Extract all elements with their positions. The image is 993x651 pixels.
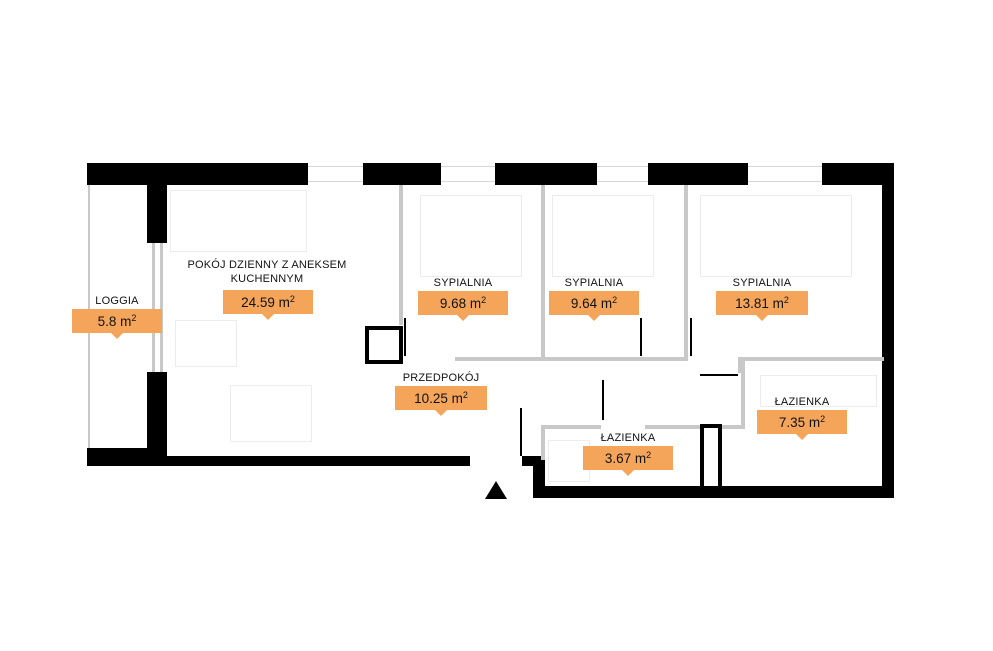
window-top-4: [748, 166, 822, 182]
room-label-bath1: ŁAZIENKA: [600, 432, 656, 444]
table-outline: [175, 320, 237, 367]
area-unit-exponent: 2: [289, 294, 295, 304]
area-value: 9.64: [570, 296, 598, 311]
partition-living-bedroom1: [399, 185, 403, 325]
door-leaf-bath2: [700, 374, 738, 376]
area-unit: m: [278, 295, 290, 310]
chimney-shaft-icon: [365, 326, 403, 364]
area-value: 24.59: [241, 295, 275, 310]
partition-bath1-left: [541, 425, 545, 460]
sofa-outline: [230, 385, 312, 442]
room-label-bath2: ŁAZIENKA: [774, 396, 830, 408]
exterior-wall-top-5: [822, 163, 894, 185]
exterior-wall-bottom-right: [533, 486, 894, 498]
door-leaf-bedroom2: [640, 318, 642, 356]
partition-bedrooms-bottom: [455, 357, 640, 361]
exterior-wall-bottom-main: [145, 456, 470, 466]
partition-bedroom3-door-jamb: [738, 357, 742, 373]
area-tag-living: 24.59 m2: [223, 290, 313, 320]
area-unit: m: [772, 296, 784, 311]
partition-bath1-top-right: [645, 425, 745, 429]
loggia-wall-upper: [147, 163, 167, 243]
window-top-3: [597, 166, 648, 182]
loggia-door-frame-2: [160, 243, 163, 372]
area-tag-bath2: 7.35 m2: [757, 410, 847, 440]
partition-bedroom1-bedroom2: [541, 185, 545, 360]
exterior-wall-top-2: [363, 163, 441, 185]
area-unit: m: [634, 451, 647, 466]
area-value: 3.67: [604, 451, 632, 466]
area-value: 10.25: [414, 391, 448, 406]
room-label-living: POKÓJ DZIENNY Z ANEKSEM KUCHENNYM: [187, 259, 347, 285]
area-unit-exponent: 2: [481, 295, 487, 305]
area-unit-exponent: 2: [783, 295, 789, 305]
area-unit-exponent: 2: [131, 313, 137, 323]
area-tag-bath1: 3.67 m2: [583, 446, 673, 476]
door-leaf-entrance: [520, 408, 522, 456]
door-leaf-bedroom1: [404, 318, 406, 356]
area-unit-exponent: 2: [462, 390, 468, 400]
area-unit-exponent: 2: [612, 295, 618, 305]
window-top-2: [441, 166, 495, 182]
area-value: 5.8: [97, 314, 117, 329]
exterior-wall-top-4: [648, 163, 748, 185]
loggia-door-frame: [152, 243, 155, 372]
area-unit: m: [451, 391, 463, 406]
room-label-bedroom2: SYPIALNIA: [564, 277, 624, 289]
kitchen-counter-outline: [170, 190, 307, 252]
room-label-hall: PRZEDPOKÓJ: [402, 372, 480, 384]
exterior-wall-top-3: [495, 163, 597, 185]
bed-outline-2: [552, 195, 654, 277]
entrance-arrow-icon: [485, 481, 507, 499]
partition-bedroom2-bottom-right: [640, 357, 688, 361]
area-value: 13.81: [735, 296, 769, 311]
room-label-loggia: LOGGIA: [95, 295, 139, 307]
partition-bath2-left: [741, 361, 745, 429]
area-unit-exponent: 2: [820, 414, 826, 424]
area-tag-bedroom3: 13.81 m2: [716, 291, 808, 321]
area-value: 9.68: [439, 296, 467, 311]
area-unit: m: [808, 415, 821, 430]
partition-bedroom2-bedroom3: [684, 185, 688, 360]
area-tag-loggia: 5.8 m2: [72, 309, 162, 339]
area-unit: m: [600, 296, 613, 311]
exterior-wall-top-1: [87, 163, 308, 185]
partition-bath1-top: [541, 425, 601, 429]
area-unit: m: [469, 296, 482, 311]
door-leaf-bedroom3: [690, 318, 692, 356]
room-label-bedroom3: SYPIALNIA: [732, 277, 792, 289]
room-label-bedroom1: SYPIALNIA: [433, 277, 493, 289]
exterior-wall-bottom-stub: [522, 456, 545, 466]
area-tag-bedroom2: 9.64 m2: [549, 291, 639, 321]
door-leaf-bath1: [602, 380, 604, 420]
exterior-wall-right: [882, 163, 894, 498]
area-value: 7.35: [778, 415, 806, 430]
exterior-wall-bottom-step: [533, 456, 545, 498]
bathtub-outline: [760, 375, 877, 407]
area-unit: m: [120, 314, 132, 329]
area-tag-bedroom1: 9.68 m2: [418, 291, 508, 321]
window-top-1: [308, 166, 363, 182]
area-unit-exponent: 2: [646, 450, 652, 460]
bed-outline-3: [700, 195, 852, 277]
loggia-wall-lower: [147, 372, 167, 466]
partition-bedroom3-bottom: [738, 357, 884, 361]
area-tag-hall: 10.25 m2: [395, 386, 487, 416]
bed-outline-1: [420, 195, 522, 277]
ventilation-shaft-icon: [700, 424, 722, 490]
